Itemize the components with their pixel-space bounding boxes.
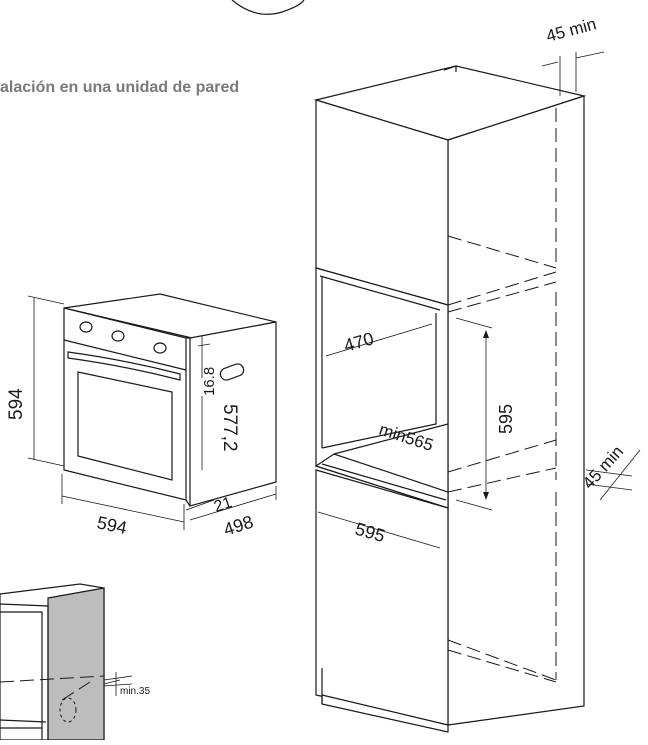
dim-oven-width: 594 [95, 512, 129, 538]
detail-wall-unit [0, 583, 133, 741]
oven-front [63, 307, 187, 501]
oven-window [77, 371, 173, 481]
oven-side-face [189, 321, 277, 507]
oven-knob-icon [111, 330, 125, 342]
oven-knob-icon [153, 342, 167, 354]
dim-oven-depth: 498 [221, 511, 256, 539]
detail-cutout-icon [59, 697, 77, 723]
detail-side-panel [47, 587, 105, 741]
cabinet-side-panel [447, 95, 585, 726]
oven-side-bracket [219, 363, 245, 381]
dim-front-panel: 21 [212, 494, 234, 516]
built-in-oven [27, 293, 277, 530]
dim-clearance-top: 45 min [544, 14, 598, 46]
dim-niche-height: 595 [496, 404, 516, 434]
tall-cabinet [313, 51, 641, 733]
dim-oven-height: 594 [6, 388, 27, 420]
top-circle-fragment [231, 0, 305, 15]
section-heading: alación en una unidad de pared [0, 79, 240, 96]
cabinet-lower-door [315, 469, 449, 726]
oven-door-handle [67, 351, 181, 381]
dim-detail-clearance: min.35 [120, 686, 150, 697]
dim-front-offset: 16.8 [201, 367, 218, 396]
oven-knob-icon [79, 321, 93, 333]
dim-clearance-side: 45 min [579, 442, 627, 493]
dim-oven-body-depth: 577,2 [219, 404, 240, 452]
